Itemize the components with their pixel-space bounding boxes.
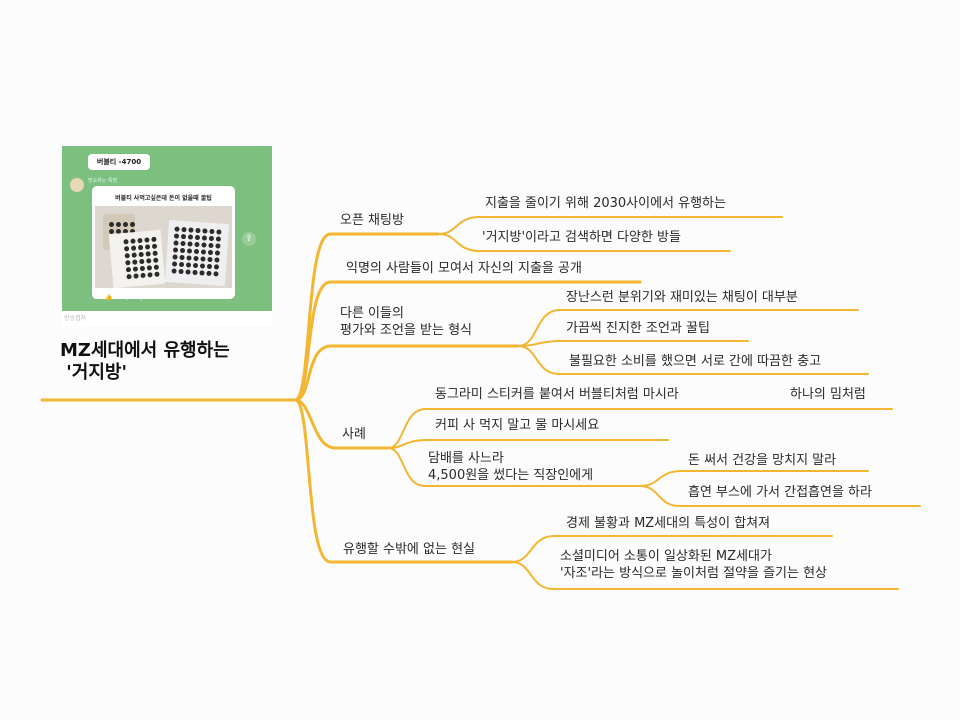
node-cigarette-line2: 4,500원을 썼다는 직장인에게	[428, 468, 594, 483]
node-cigarette-child-2[interactable]: 흡연 부스에 가서 간접흡연을 하라	[688, 485, 872, 500]
node-open-chat-child-1[interactable]: 지출을 줄이기 위해 2030사이에서 유행하는	[485, 196, 726, 211]
edge-anonymous	[293, 280, 642, 402]
sticker-photo	[95, 206, 232, 289]
node-reality[interactable]: 유행할 수밖에 없는 현실	[343, 542, 475, 557]
share-icon[interactable]: ⇪	[242, 232, 256, 246]
edge-examples	[293, 398, 390, 450]
paper-left-dots	[123, 236, 160, 280]
node-examples[interactable]: 사례	[342, 427, 366, 442]
node-reality-child-2-line1: 소셜미디어 소통이 일상화된 MZ세대가	[560, 549, 772, 564]
node-feedback[interactable]: 다른 이들의 평가와 조언을 받는 형식	[340, 305, 472, 339]
node-feedback-child-2[interactable]: 가끔씩 진지한 조언과 꿀팁	[566, 321, 710, 336]
article-thumbnail[interactable]: 버블티 -4700 방소하는 톡방 버블티 사먹고싶은데 돈이 없을때 꿀팁	[62, 146, 272, 326]
node-cigarette[interactable]: 담배를 사느라 4,500원을 썼다는 직장인에게	[428, 450, 593, 484]
node-feedback-line1: 다른 이들의	[340, 306, 404, 321]
paper-right-dots	[171, 226, 222, 277]
root-title-line2: '거지방'	[60, 362, 127, 383]
node-sticker[interactable]: 동그라미 스티커를 붙여서 버블티처럼 마시라	[435, 387, 679, 402]
chat-bubble: 버블티 -4700	[88, 154, 150, 170]
avatar	[70, 178, 84, 192]
node-feedback-child-1[interactable]: 장난스런 분위기와 재미있는 채팅이 대부분	[566, 290, 798, 305]
node-feedback-line2: 평가와 조언을 받는 형식	[340, 323, 472, 338]
chat-sender: 방소하는 톡방	[88, 178, 118, 184]
node-reality-child-1[interactable]: 경제 불황과 MZ세대의 특성이 합쳐져	[566, 516, 771, 531]
edge-reality	[293, 398, 514, 564]
node-open-chat-child-2[interactable]: '거지방'이라고 검색하면 다양한 방들	[482, 230, 681, 245]
node-coffee[interactable]: 커피 사 먹지 말고 물 마시세요	[435, 418, 600, 433]
root-topic[interactable]: MZ세대에서 유행하는 '거지방'	[60, 340, 230, 384]
root-title-line1: MZ세대에서 유행하는	[60, 340, 230, 361]
image-caption: 방송캡쳐	[64, 315, 87, 322]
node-cigarette-line1: 담배를 사느라	[428, 451, 504, 466]
reaction-bar: ♥ 1 👍 16 😊 5 😮 2	[92, 294, 150, 301]
node-open-chat[interactable]: 오픈 채팅방	[340, 213, 404, 228]
node-anonymous[interactable]: 익명의 사람들이 모여서 자신의 지출을 공개	[346, 261, 582, 276]
node-sticker-meme[interactable]: 하나의 밈처럼	[790, 387, 866, 402]
node-feedback-child-3[interactable]: 불필요한 소비를 했으면 서로 간에 따끔한 충고	[569, 354, 822, 369]
card-title: 버블티 사먹고싶은데 돈이 없을때 꿀팁	[115, 195, 212, 202]
node-reality-child-2[interactable]: 소셜미디어 소통이 일상화된 MZ세대가 '자조'라는 방식으로 놀이처럼 절약…	[560, 548, 827, 582]
edge-feedback	[293, 344, 520, 402]
node-cigarette-child-1[interactable]: 돈 써서 건강을 망치지 말라	[688, 453, 837, 468]
node-reality-child-2-line2: '자조'라는 방식으로 놀이처럼 절약을 즐기는 현상	[560, 566, 828, 581]
chat-card: 버블티 사먹고싶은데 돈이 없을때 꿀팁	[92, 186, 235, 299]
